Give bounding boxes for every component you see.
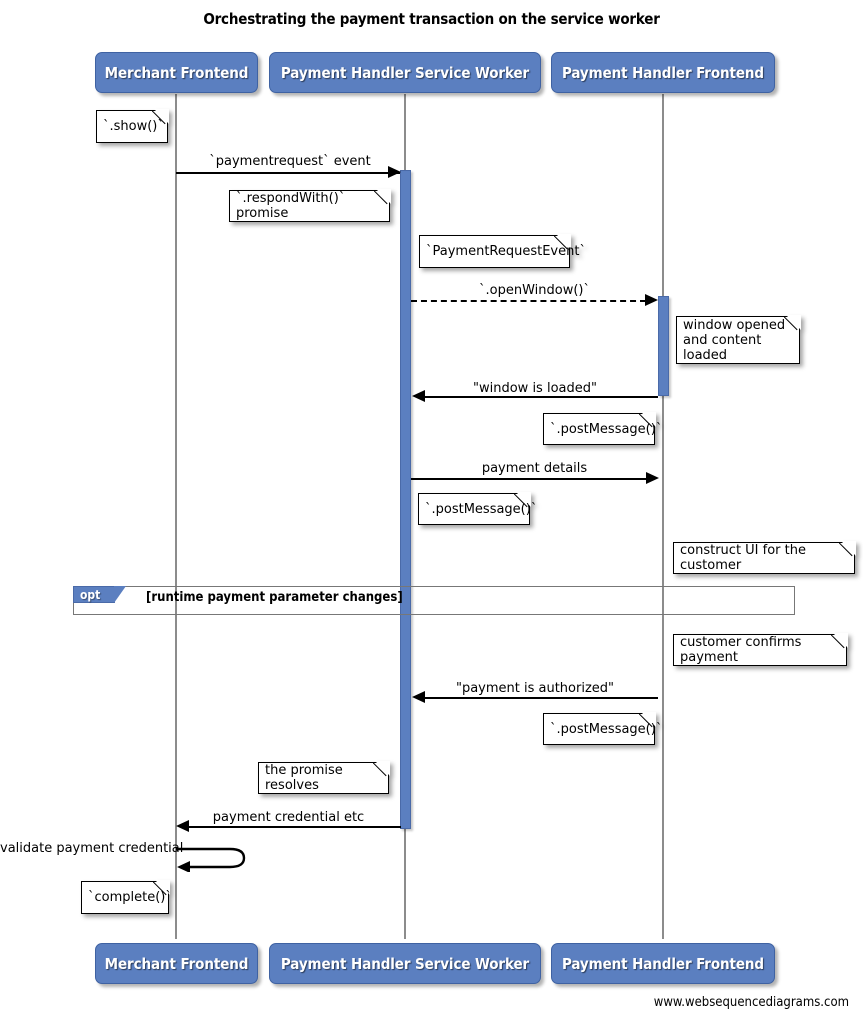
participant-label: Merchant Frontend bbox=[104, 63, 249, 82]
message-label-payment-credential: payment credential etc bbox=[212, 810, 365, 825]
participant-merchant-frontend-bottom[interactable]: Merchant Frontend bbox=[95, 943, 258, 984]
participant-label: Payment Handler Frontend bbox=[562, 954, 764, 973]
participant-label: Payment Handler Service Worker bbox=[280, 63, 530, 82]
activation-service-worker bbox=[400, 170, 411, 829]
message-label-payment-details: payment details bbox=[481, 461, 588, 476]
note-postmessage-1: `.postMessage()` bbox=[543, 412, 663, 445]
participant-label: Payment Handler Service Worker bbox=[280, 954, 530, 973]
message-line-openwindow bbox=[411, 300, 646, 302]
note-promise-resolves: the promise resolves bbox=[258, 761, 390, 794]
message-label-paymentrequest: `paymentrequest` event bbox=[209, 154, 371, 169]
note-text: the promise resolves bbox=[265, 763, 343, 793]
note-text: window opened and content loaded bbox=[683, 317, 786, 363]
note-complete: `complete()` bbox=[81, 880, 172, 914]
note-construct-ui: construct UI for the customer bbox=[673, 541, 856, 574]
fragment-operator-label: opt bbox=[80, 587, 101, 602]
message-line-window-is-loaded bbox=[425, 396, 658, 398]
note-paymentrequestevent: `PaymentRequestEvent` bbox=[419, 234, 586, 268]
participant-label: Payment Handler Frontend bbox=[562, 63, 764, 82]
note-text: `PaymentRequestEvent` bbox=[426, 244, 586, 259]
note-text: `.postMessage()` bbox=[550, 421, 663, 437]
message-label-window-is-loaded: "window is loaded" bbox=[473, 381, 597, 396]
lifeline-frontend bbox=[662, 94, 664, 939]
fragment-operator-opt: opt bbox=[73, 586, 126, 603]
note-text: `.postMessage()` bbox=[425, 501, 538, 517]
activation-frontend bbox=[658, 296, 669, 396]
message-line-payment-details bbox=[411, 478, 647, 480]
note-text: customer confirms payment bbox=[680, 635, 802, 665]
page-title: Orchestrating the payment transaction on… bbox=[203, 10, 660, 28]
footer-watermark: www.websequencediagrams.com bbox=[653, 995, 849, 1010]
message-label-validate: validate payment credential bbox=[0, 841, 184, 856]
note-show: `.show()` bbox=[96, 109, 169, 143]
arrowhead-window-is-loaded bbox=[412, 390, 425, 402]
message-label-openwindow: `.openWindow()` bbox=[479, 283, 590, 298]
note-postmessage-2: `.postMessage()` bbox=[418, 492, 538, 525]
participant-merchant-frontend-top[interactable]: Merchant Frontend bbox=[95, 52, 258, 93]
self-call-validate bbox=[174, 840, 256, 872]
message-line-payment-credential bbox=[189, 826, 401, 828]
participant-service-worker-top[interactable]: Payment Handler Service Worker bbox=[269, 52, 541, 93]
fragment-condition-opt: [runtime payment parameter changes] bbox=[146, 590, 403, 605]
note-postmessage-3: `.postMessage()` bbox=[543, 712, 663, 745]
note-text: `complete()` bbox=[88, 890, 172, 905]
message-line-payment-authorized bbox=[425, 697, 658, 699]
participant-payment-handler-frontend-bottom[interactable]: Payment Handler Frontend bbox=[551, 943, 775, 984]
note-text: construct UI for the customer bbox=[680, 543, 806, 573]
participant-payment-handler-frontend-top[interactable]: Payment Handler Frontend bbox=[551, 52, 775, 93]
note-text: `.respondWith()` promise bbox=[236, 191, 346, 221]
arrowhead-payment-credential bbox=[176, 820, 189, 832]
note-customer-confirms: customer confirms payment bbox=[673, 633, 848, 666]
note-respondwith: `.respondWith()` promise bbox=[229, 189, 391, 222]
message-label-payment-authorized: "payment is authorized" bbox=[455, 681, 615, 696]
note-text: `.postMessage()` bbox=[550, 721, 663, 737]
arrowhead-openwindow bbox=[645, 294, 658, 306]
note-text: `.show()` bbox=[103, 119, 164, 134]
lifeline-merchant bbox=[175, 94, 177, 939]
note-window-opened: window opened and content loaded bbox=[676, 315, 801, 364]
participant-label: Merchant Frontend bbox=[104, 954, 249, 973]
arrowhead-payment-authorized bbox=[412, 691, 425, 703]
message-line-paymentrequest bbox=[176, 172, 400, 174]
participant-service-worker-bottom[interactable]: Payment Handler Service Worker bbox=[269, 943, 541, 984]
arrowhead-paymentrequest bbox=[388, 166, 401, 178]
arrowhead-payment-details bbox=[646, 472, 659, 484]
